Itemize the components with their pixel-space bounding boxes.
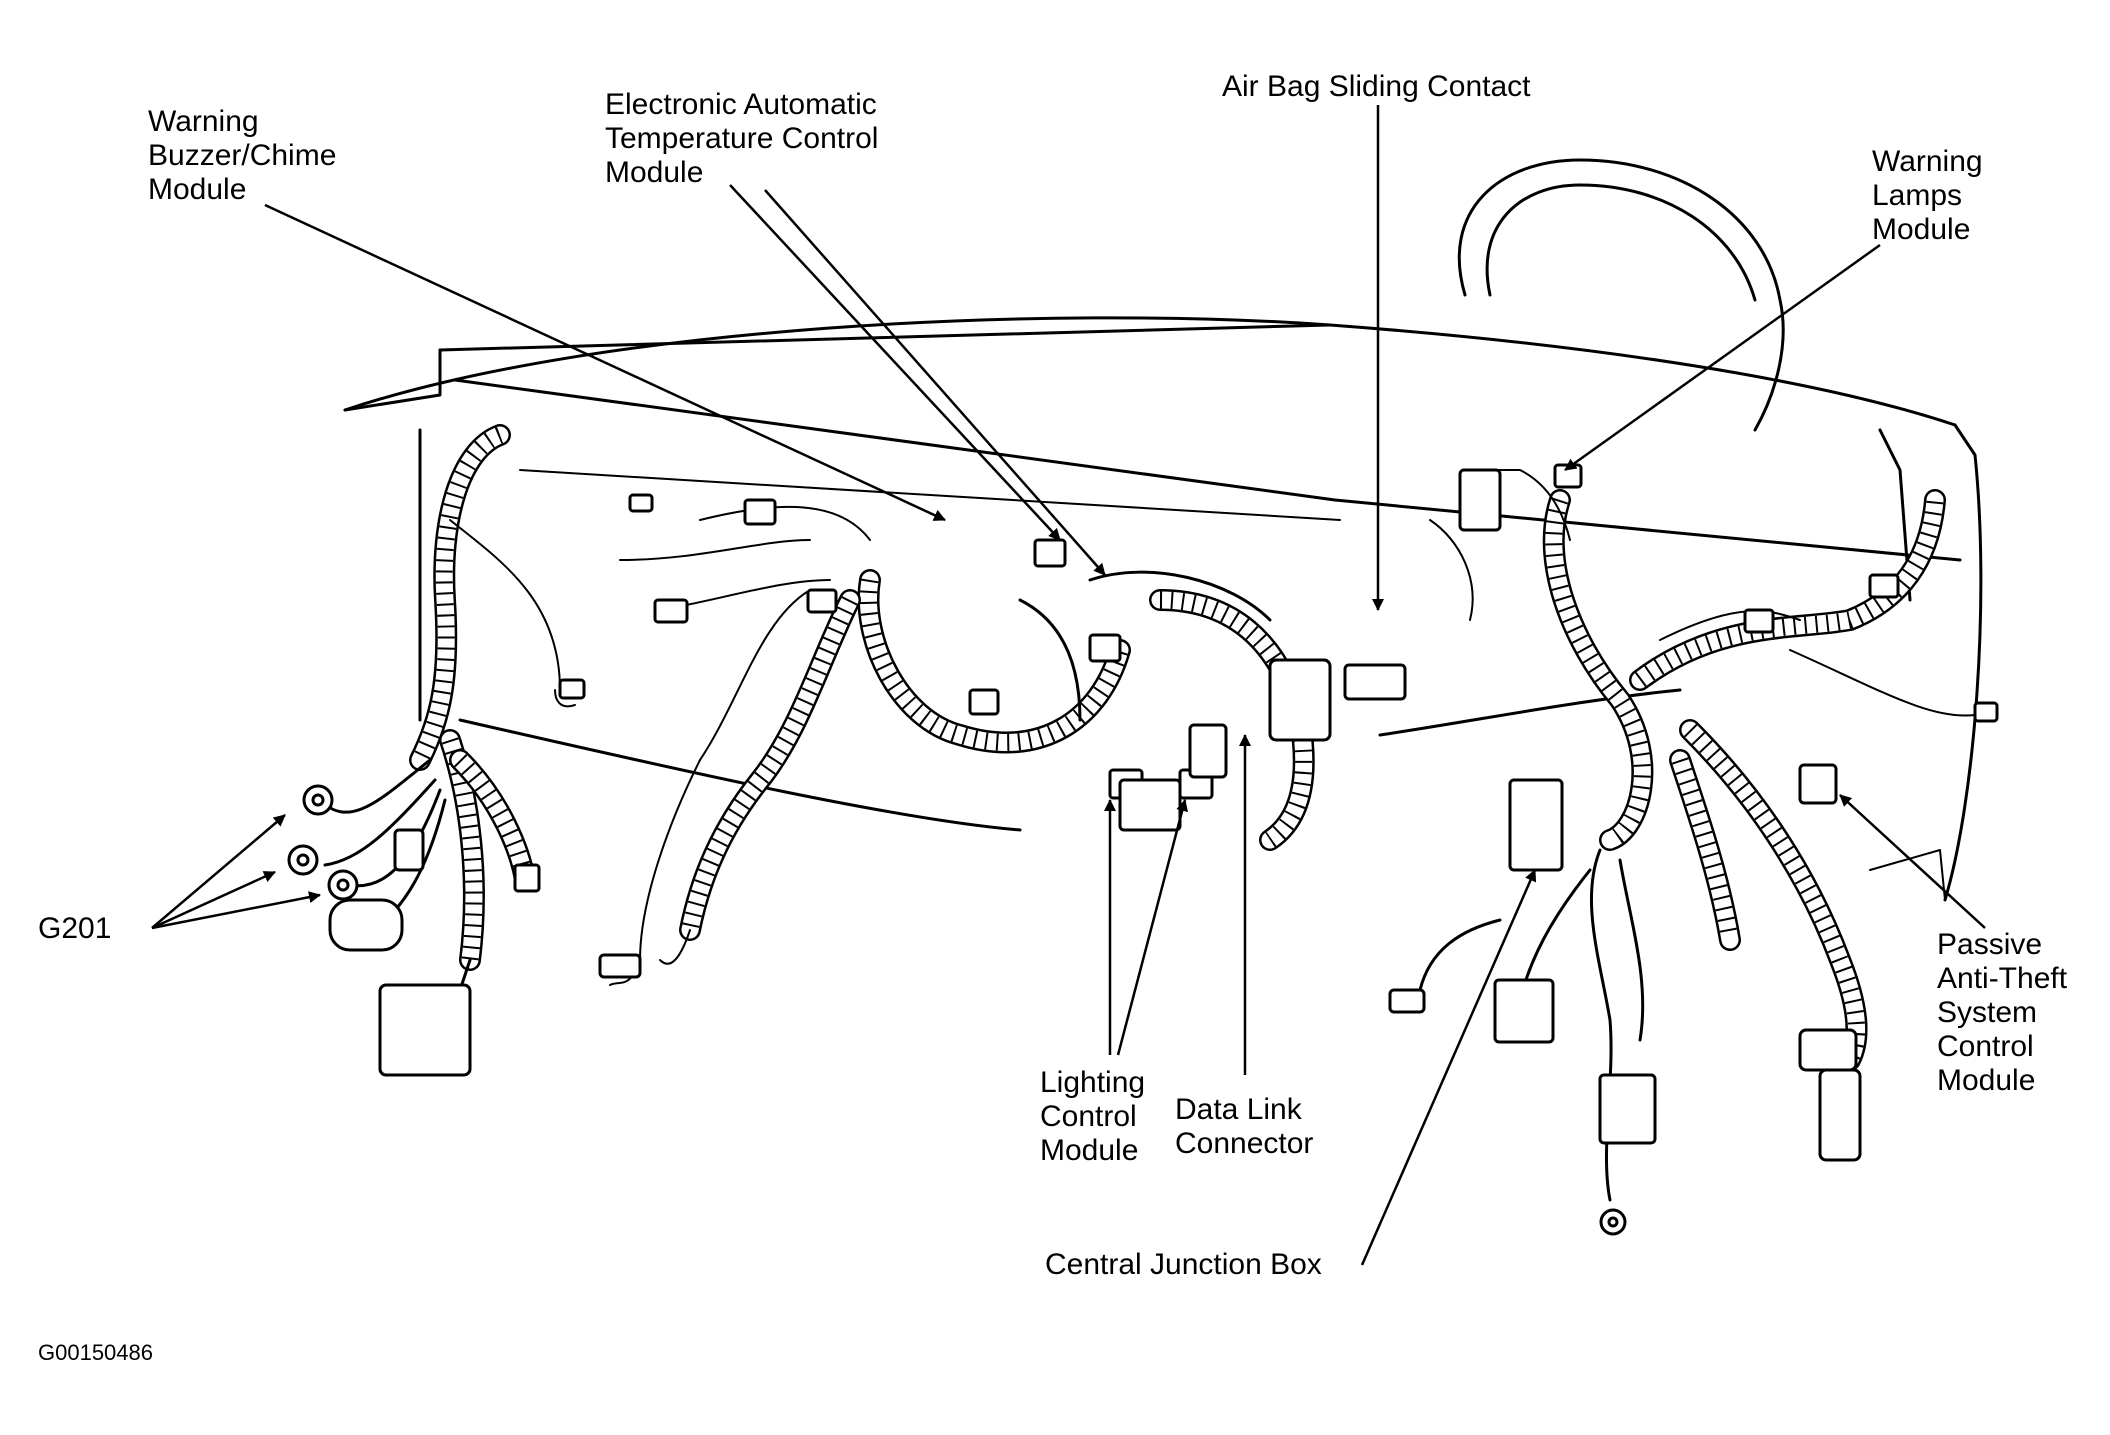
label-g201: G201 [38, 912, 111, 946]
label-line: Warning [1872, 145, 1983, 178]
label-line: Air Bag Sliding Contact [1222, 70, 1531, 103]
label-line: System [1937, 996, 2038, 1029]
label-line: Lighting [1040, 1066, 1146, 1099]
label-lighting-control-module: Lighting Control Module [1040, 1066, 1145, 1168]
label-line: Module [1872, 213, 1971, 246]
label-warning-lamps-module: Warning Lamps Module [1872, 145, 1983, 247]
harness-center [609, 505, 1315, 986]
label-line: Central Junction Box [1045, 1248, 1322, 1281]
label-line: Data Link [1175, 1093, 1302, 1126]
leader-lines [151, 105, 1986, 1266]
label-warning-buzzer-chime-module: Warning Buzzer/Chime Module [148, 105, 336, 207]
label-data-link-connector: Data Link Connector [1175, 1093, 1313, 1161]
label-electronic-automatic-temperature-control-module: Electronic Automatic Temperature Control… [605, 88, 878, 190]
label-line: Module [1040, 1134, 1139, 1167]
label-air-bag-sliding-contact: Air Bag Sliding Contact [1222, 70, 1531, 104]
label-line: Temperature Control [605, 122, 879, 155]
connectors [328, 463, 1999, 1162]
label-line: Warning [148, 105, 259, 138]
label-line: G201 [38, 912, 112, 945]
instrument-panel-outline [343, 316, 1983, 902]
ground-eyelets [287, 784, 1627, 1236]
label-line: Control [1040, 1100, 1137, 1133]
label-line: Buzzer/Chime [148, 139, 337, 172]
steering-wheel [1457, 158, 1785, 432]
label-line: Module [1937, 1064, 2036, 1097]
label-line: Anti-Theft [1937, 962, 2068, 995]
label-line: Module [148, 173, 247, 206]
harness-left [318, 424, 576, 992]
harness-right [1418, 469, 1976, 1202]
label-line: Module [605, 156, 704, 189]
label-line: Control [1937, 1030, 2034, 1063]
label-line: Lamps [1872, 179, 1963, 212]
label-line: Connector [1175, 1127, 1314, 1160]
label-line: Electronic Automatic [605, 88, 877, 121]
figure-id: G00150486 [38, 1340, 153, 1365]
label-central-junction-box: Central Junction Box [1045, 1248, 1322, 1282]
label-passive-anti-theft-system-control-module: Passive Anti-Theft System Control Module [1937, 928, 2067, 1098]
label-line: Passive [1937, 928, 2043, 961]
